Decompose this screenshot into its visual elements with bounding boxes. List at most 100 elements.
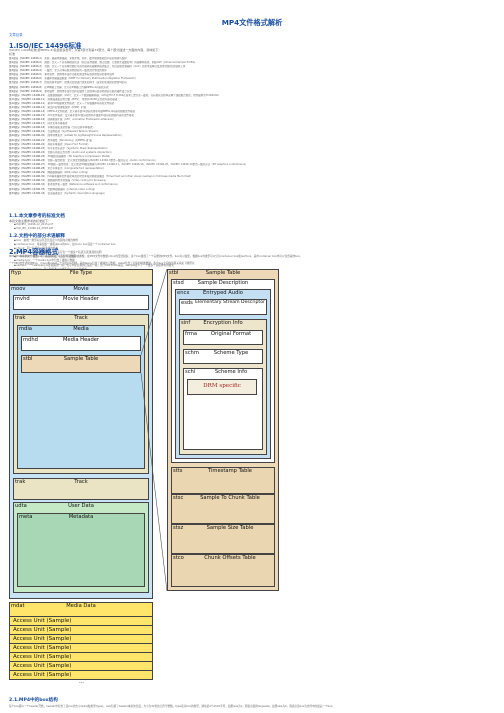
standard-part-desc: 参考软件：提供用于演示功能和测试本标准其他部分的参考软件 — [43, 73, 115, 77]
standard-part-desc: 多媒体传输集成框架（DMIF for Delivery Multimedia I… — [43, 77, 138, 81]
standard-part-code: 第5部分（ISO/IEC 14496-5） — [9, 73, 44, 77]
standard-part-code: 第18部分（ISO/IEC 14496-18） — [9, 126, 47, 130]
standard-part-code: 第22部分（ISO/IEC 14496-22） — [9, 142, 47, 146]
reference-doc-link[interactable]: ISO/IEC_14496-12_2015.pdf — [14, 223, 53, 227]
standard-part-code: 第12部分（ISO/IEC 14496-12） — [9, 101, 47, 105]
stco-label: Chunk Offsets Table — [204, 555, 256, 561]
stbl-tag: stbl — [169, 270, 179, 276]
standard-part-line: 第6部分（ISO/IEC 14496-6） 多媒体传输集成框架（DMIF for… — [9, 77, 497, 81]
standard-part-code: 第9部分（ISO/IEC 14496-9） — [9, 89, 44, 93]
stts-tag: stts — [173, 468, 183, 474]
standard-part-line: 第30部分（ISO/IEC 14496-30） ISO基本媒体文件格式中的定时文… — [9, 175, 497, 179]
trak2-tag: trak — [15, 479, 26, 485]
ftyp-label: File Type — [69, 270, 93, 276]
mdhd-label: Media Header — [62, 337, 100, 343]
standard-part-line: 第19部分（ISO/IEC 14496-19） 合成材质流（Synthesize… — [9, 130, 497, 134]
section-1-title: 1.ISO/IEC 14496标准 — [9, 42, 82, 50]
stsz-box — [171, 524, 275, 554]
section-2-title: 2.MP4容器格式 — [9, 248, 59, 256]
sinf-tag: sinf — [181, 320, 191, 326]
standard-part-line: 第22部分（ISO/IEC 14496-22） 开放字体格式（Open Font… — [9, 143, 497, 147]
standard-part-desc: AVC文件格式：定义基于第12部分的用于存储第10部分的视频内容的文件格式 — [46, 114, 134, 118]
standard-part-code: 第1部分（ISO/IEC 14496-1） — [9, 57, 44, 60]
stts-label: Timestamp Table — [207, 468, 253, 474]
standard-part-line: 第20部分（ISO/IEC 14496-20） 简单场景表示（LASeR for… — [9, 134, 497, 138]
standard-part-desc: 音频与系统交互作用（Audio and systems interaction） — [46, 150, 114, 154]
standard-part-code: 第8部分（ISO/IEC 14496-8） — [9, 85, 44, 89]
section-2-1-title: 2.1.MP4中的box结构 — [9, 698, 58, 703]
standard-part-desc: 视频：定义一个对各种视觉信息（包括自然视频、静止纹理、计算机生成图形等）的编解码… — [43, 61, 197, 65]
trak2-label: Track — [74, 479, 88, 485]
standard-part-desc: 字体压缩和流式传输（针对公开字体格式） — [46, 126, 96, 130]
standard-part-code: 第19部分（ISO/IEC 14496-19） — [9, 130, 47, 134]
section-1-label: 标准 — [9, 52, 16, 56]
standard-part-desc: 符号化音乐表示（Symbolic Music Representation） — [46, 146, 110, 150]
mdat-box — [9, 602, 153, 617]
mdia-label: Media — [73, 326, 89, 332]
standard-part-line: 第1部分（ISO/IEC 14496-1） 系统：描述场景描述、多路复用、同步、… — [9, 57, 497, 61]
stco-tag: stco — [173, 555, 184, 561]
mvhd-label: Movie Header — [63, 296, 99, 302]
standard-part-code: 第13部分（ISO/IEC 14496-13） — [9, 105, 47, 109]
standard-part-code: 第31部分（ISO/IEC 14496-31） — [9, 179, 47, 183]
standard-part-desc: 音频一致性检查：定义测试音频数据与ISO/IEC 14496-3是否一致的方法（… — [46, 158, 158, 162]
standard-part-desc: ISO基本媒体文件格式中的定时文本和其他视觉覆盖（Timed text and … — [46, 175, 193, 179]
mdhd-box — [21, 336, 141, 351]
access-unit: Access Unit (Sample) — [9, 671, 153, 680]
standard-part-desc: 3D图形压缩模型（3D Graphics Compression Model） — [46, 154, 112, 158]
standard-part-code: 第28部分（ISO/IEC 14496-28） — [9, 167, 47, 171]
standard-part-line: 第23部分（ISO/IEC 14496-23） 符号化音乐表示（Symbolic… — [9, 147, 497, 151]
standard-part-code: 第21部分（ISO/IEC 14496-21） — [9, 138, 47, 142]
mdhd-tag: mdhd — [23, 337, 38, 343]
standard-part-line: 第27部分（ISO/IEC 14496-27） 3D图形一致性检查：定义测试3D… — [9, 163, 497, 167]
standard-list: 第1部分（ISO/IEC 14496-1） 系统：描述场景描述、多路复用、同步、… — [9, 57, 497, 196]
standard-part-desc: 同步文本字幕格式 — [46, 122, 68, 126]
standard-part-code: 第14部分（ISO/IEC 14496-14） — [9, 110, 47, 114]
standard-part-code: 第17部分（ISO/IEC 14496-17） — [9, 122, 47, 126]
section-2-intro-2: 一个MP4文件通常由ftyp、moov和mdat三个顶层box组成，其中moov… — [9, 262, 197, 265]
stts-box — [171, 467, 275, 494]
frma-tag: frma — [185, 331, 198, 337]
toc-link[interactable]: 文章目录 — [9, 33, 23, 37]
standard-part-code: 第23部分（ISO/IEC 14496-23） — [9, 146, 47, 150]
section-1-1-intro: 本篇文章主要参考的标准如下： — [9, 219, 52, 223]
stsc-box — [171, 494, 275, 524]
standard-part-line: 第8部分（ISO/IEC 14496-8） 在IP网络上传输：定义在IP网络上传… — [9, 86, 497, 90]
access-unit: Access Unit (Sample) — [9, 653, 153, 662]
reference-docs: ISO/IEC_14496-12_2015.pdf ISO_IEC_14496-… — [14, 223, 53, 231]
standard-part-line: 第29部分（ISO/IEC 14496-29） 网络视频编码（Web video… — [9, 171, 497, 175]
standard-part-code: 第2部分（ISO/IEC 14496-2） — [9, 61, 44, 65]
stsz-tag: stsz — [173, 525, 184, 531]
section-1-2-title: 1.2.文档中的部分术语解释 — [9, 234, 65, 239]
schi-tag: schi — [185, 369, 196, 375]
standard-part-desc: 3D图形一致性检查：定义测试3D图形数据与ISO/IEC 14496-11、IS… — [46, 163, 248, 167]
access-unit: Access Unit (Sample) — [9, 617, 153, 626]
meta-label: Metadata — [68, 514, 94, 520]
standard-part-desc: 互联网视频编码（Internet video coding） — [46, 187, 97, 191]
sinf-label: Encryption Info — [203, 320, 243, 326]
standard-part-line: 第10部分（ISO/IEC 14496-10） 高级视频编码（AVC）：定义一个… — [9, 94, 497, 98]
standard-part-line: 第26部分（ISO/IEC 14496-26） 音频一致性检查：定义测试音频数据… — [9, 159, 497, 163]
standard-part-line: 第32部分（ISO/IEC 14496-32） 参考软件和一致性（Referen… — [9, 183, 497, 187]
term-item: container box：用来组织一组相关box的box，如moov box就… — [14, 243, 174, 247]
standard-part-line: 第34部分（ISO/IEC 14496-34） 语法描述语言（Syntactic… — [9, 192, 497, 196]
standard-part-line: 第33部分（ISO/IEC 14496-33） 互联网视频编码（Internet… — [9, 188, 497, 192]
standard-part-line: 第17部分（ISO/IEC 14496-17） 同步文本字幕格式 — [9, 122, 497, 126]
access-unit: Access Unit (Sample) — [9, 626, 153, 635]
standard-part-desc: 场景描述和应用引擎（BIFS）：可用于2D/3D交互式内容的描述 — [46, 97, 118, 101]
standard-part-line: 第18部分（ISO/IEC 14496-18） 字体压缩和流式传输（针对公开字体… — [9, 126, 497, 130]
standard-part-code: 第11部分（ISO/IEC 14496-11） — [9, 97, 47, 101]
meta-tag: meta — [19, 514, 33, 520]
stsc-label: Sample To Chunk Table — [200, 495, 260, 501]
drm-label: DRM specific — [203, 383, 241, 389]
reference-doc-link[interactable]: ISO_IEC_14496-14_2003.pdf — [14, 227, 53, 231]
term-item: chunk：同一轨道的一组连续的样本 — [14, 247, 174, 251]
stsc-tag: stsc — [173, 495, 184, 501]
term-item: box：由唯一类型标识符及长度定义的面向对象的构件 — [14, 239, 174, 243]
standard-part-line: 第12部分（ISO/IEC 14496-12） 基于ISO的媒体文件格式：定义一… — [9, 102, 497, 106]
term-item: media box：一个media box中包含了媒体元数据 — [14, 259, 174, 263]
standard-part-line: 第7部分（ISO/IEC 14496-7） 优化的参考软件：提供对实现进行优化的… — [9, 81, 497, 85]
standard-part-line: 第16部分（ISO/IEC 14496-16） 动画框架扩展（AFX：Anima… — [9, 118, 497, 122]
ftyp-tag: ftyp — [11, 270, 22, 276]
stbl-label: Sample Table — [205, 270, 241, 276]
